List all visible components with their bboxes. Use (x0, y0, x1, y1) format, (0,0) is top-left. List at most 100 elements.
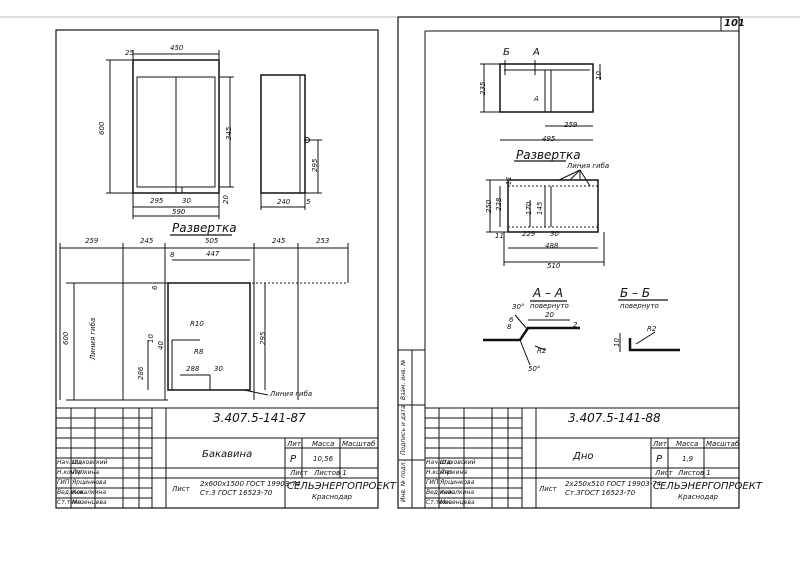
dim-label: 145 (536, 201, 544, 215)
role: ГИП (426, 479, 439, 486)
page-number: 101 (724, 18, 745, 29)
drawing-code-right: 3.407.5-141-88 (568, 411, 661, 425)
material-line1: 2x600x1500 ГОСТ 19903-74 (200, 480, 301, 488)
material-line1: 2x250x510 ГОСТ 19903-74 (565, 480, 662, 488)
section-a-label: А (534, 95, 539, 103)
dim-label: 240 (277, 198, 291, 206)
role: Н.контр. (57, 469, 84, 476)
dim-label: 11 (505, 176, 513, 185)
massa-value: 1,9 (682, 455, 694, 463)
dim-label: 295 (259, 331, 267, 345)
sheets-label: Листов 1 (314, 469, 347, 477)
dim-label: 345 (225, 126, 233, 140)
dim-label: 245 (140, 237, 154, 245)
dim-label: 235 (479, 81, 487, 95)
role-name: Ярцинкова (72, 479, 107, 486)
role-name: Мезенцева (440, 499, 475, 506)
razvertka-title-left: Развертка (172, 221, 237, 235)
dim-label: 259 (85, 237, 99, 245)
fold-label-right: Линия гиба (567, 162, 610, 170)
dim-label: 447 (206, 250, 220, 258)
org-city: Краснодар (678, 493, 718, 501)
side-strip-label: Инв. № подл. (400, 460, 407, 502)
part-name-right: Дно (573, 451, 594, 462)
dim-label: 229 (522, 230, 536, 238)
lit-value: Р (290, 454, 297, 465)
org-name: СЕЛЬЭНЕРГОПРОЕКТ (653, 481, 762, 492)
side-strip-label: Взам. инв. № (400, 359, 407, 400)
razvertka-title-right: Развертка (516, 148, 581, 162)
dim-label: 259 (564, 121, 578, 129)
dim-label: 295 (311, 158, 319, 172)
dim-label: 286 (137, 366, 145, 380)
role-name: Ляпкина (72, 469, 100, 476)
role: Вед.инж. (426, 489, 455, 496)
side-strip-label: Подпись и дата (400, 405, 407, 455)
massa-label: Масса (676, 440, 699, 448)
role: Н.контр. (426, 469, 453, 476)
section-b-sub: повернуто (620, 302, 659, 310)
dim-label: 20 (222, 195, 230, 204)
dim-label: 5 (306, 198, 311, 206)
section-a-title: А – А (533, 286, 564, 300)
masshtab-label: Масштаб (706, 440, 740, 448)
side-label-left: Линия гиба (89, 317, 97, 360)
material-prefix: Лист (539, 485, 557, 493)
dim-label: 30 (550, 230, 559, 238)
massa-label: Масса (312, 440, 335, 448)
material-prefix: Лист (172, 485, 190, 493)
material-line2: Ст.3 ГОСТ 16523-70 (200, 489, 273, 497)
dim-label: 20 (545, 311, 554, 319)
masshtab-label: Масштаб (342, 440, 376, 448)
part-name-left: Бакавина (202, 449, 253, 460)
org-city: Краснодар (312, 493, 352, 501)
dim-label: 30° (512, 303, 525, 311)
dim-label: 30 (182, 197, 191, 205)
dim-label: R2 (647, 325, 657, 333)
lit-value: Р (656, 454, 663, 465)
role: ГИП (57, 479, 70, 486)
drawing-code-left: 3.407.5-141-87 (213, 411, 306, 425)
dim-label: 488 (545, 242, 559, 250)
role: Ст.техн. (426, 499, 453, 506)
sheets-label: Листов 1 (678, 469, 711, 477)
role-name: Мезенцева (72, 499, 107, 506)
dim-label: 50° (528, 365, 541, 373)
role: Нач.отд. (57, 459, 84, 466)
dim-label: 510 (547, 262, 561, 270)
section-b-title: Б – Б (620, 286, 651, 300)
role-name: Ярцинкова (440, 479, 475, 486)
dim-label: 288 (186, 365, 200, 373)
dim-label: 10 (147, 334, 155, 343)
dim-label: 250 (485, 199, 493, 213)
section-a-sub: повернуто (530, 302, 569, 310)
role-name: Ляпкина (440, 469, 468, 476)
dim-label: 11 (495, 232, 504, 240)
material-line2: Ст.3ГОСТ 16523-70 (565, 489, 636, 497)
lit-label: Лит. (287, 440, 304, 448)
fold-label-left: Линия гиба (270, 390, 313, 398)
dim-label: 600 (62, 331, 70, 345)
dim-label: 450 (170, 44, 184, 52)
sheet-label: Лист (290, 469, 308, 477)
role: Вед.инж. (57, 489, 86, 496)
dim-label: 40 (157, 341, 165, 350)
dim-label: 228 (495, 197, 503, 211)
role-name: Ковалкина (72, 489, 107, 496)
dim-label: 295 (150, 197, 164, 205)
section-mark-b: Б (503, 47, 510, 58)
dim-label: 170 (525, 201, 533, 215)
dim-label: 590 (172, 208, 186, 216)
dim-label: 505 (205, 237, 219, 245)
dim-label: 8 (170, 251, 175, 259)
section-mark-a: А (533, 47, 540, 58)
org-name: СЕЛЬЭНЕРГОПРОЕКТ (287, 481, 396, 492)
dim-label: 10 (613, 338, 621, 347)
dim-label: 25 (125, 49, 134, 57)
role-name: Ковалкина (440, 489, 475, 496)
sheet-label: Лист (655, 469, 673, 477)
role: Нач.отд. (426, 459, 453, 466)
role: Ст.техн. (57, 499, 84, 506)
dim-label: 245 (272, 237, 286, 245)
